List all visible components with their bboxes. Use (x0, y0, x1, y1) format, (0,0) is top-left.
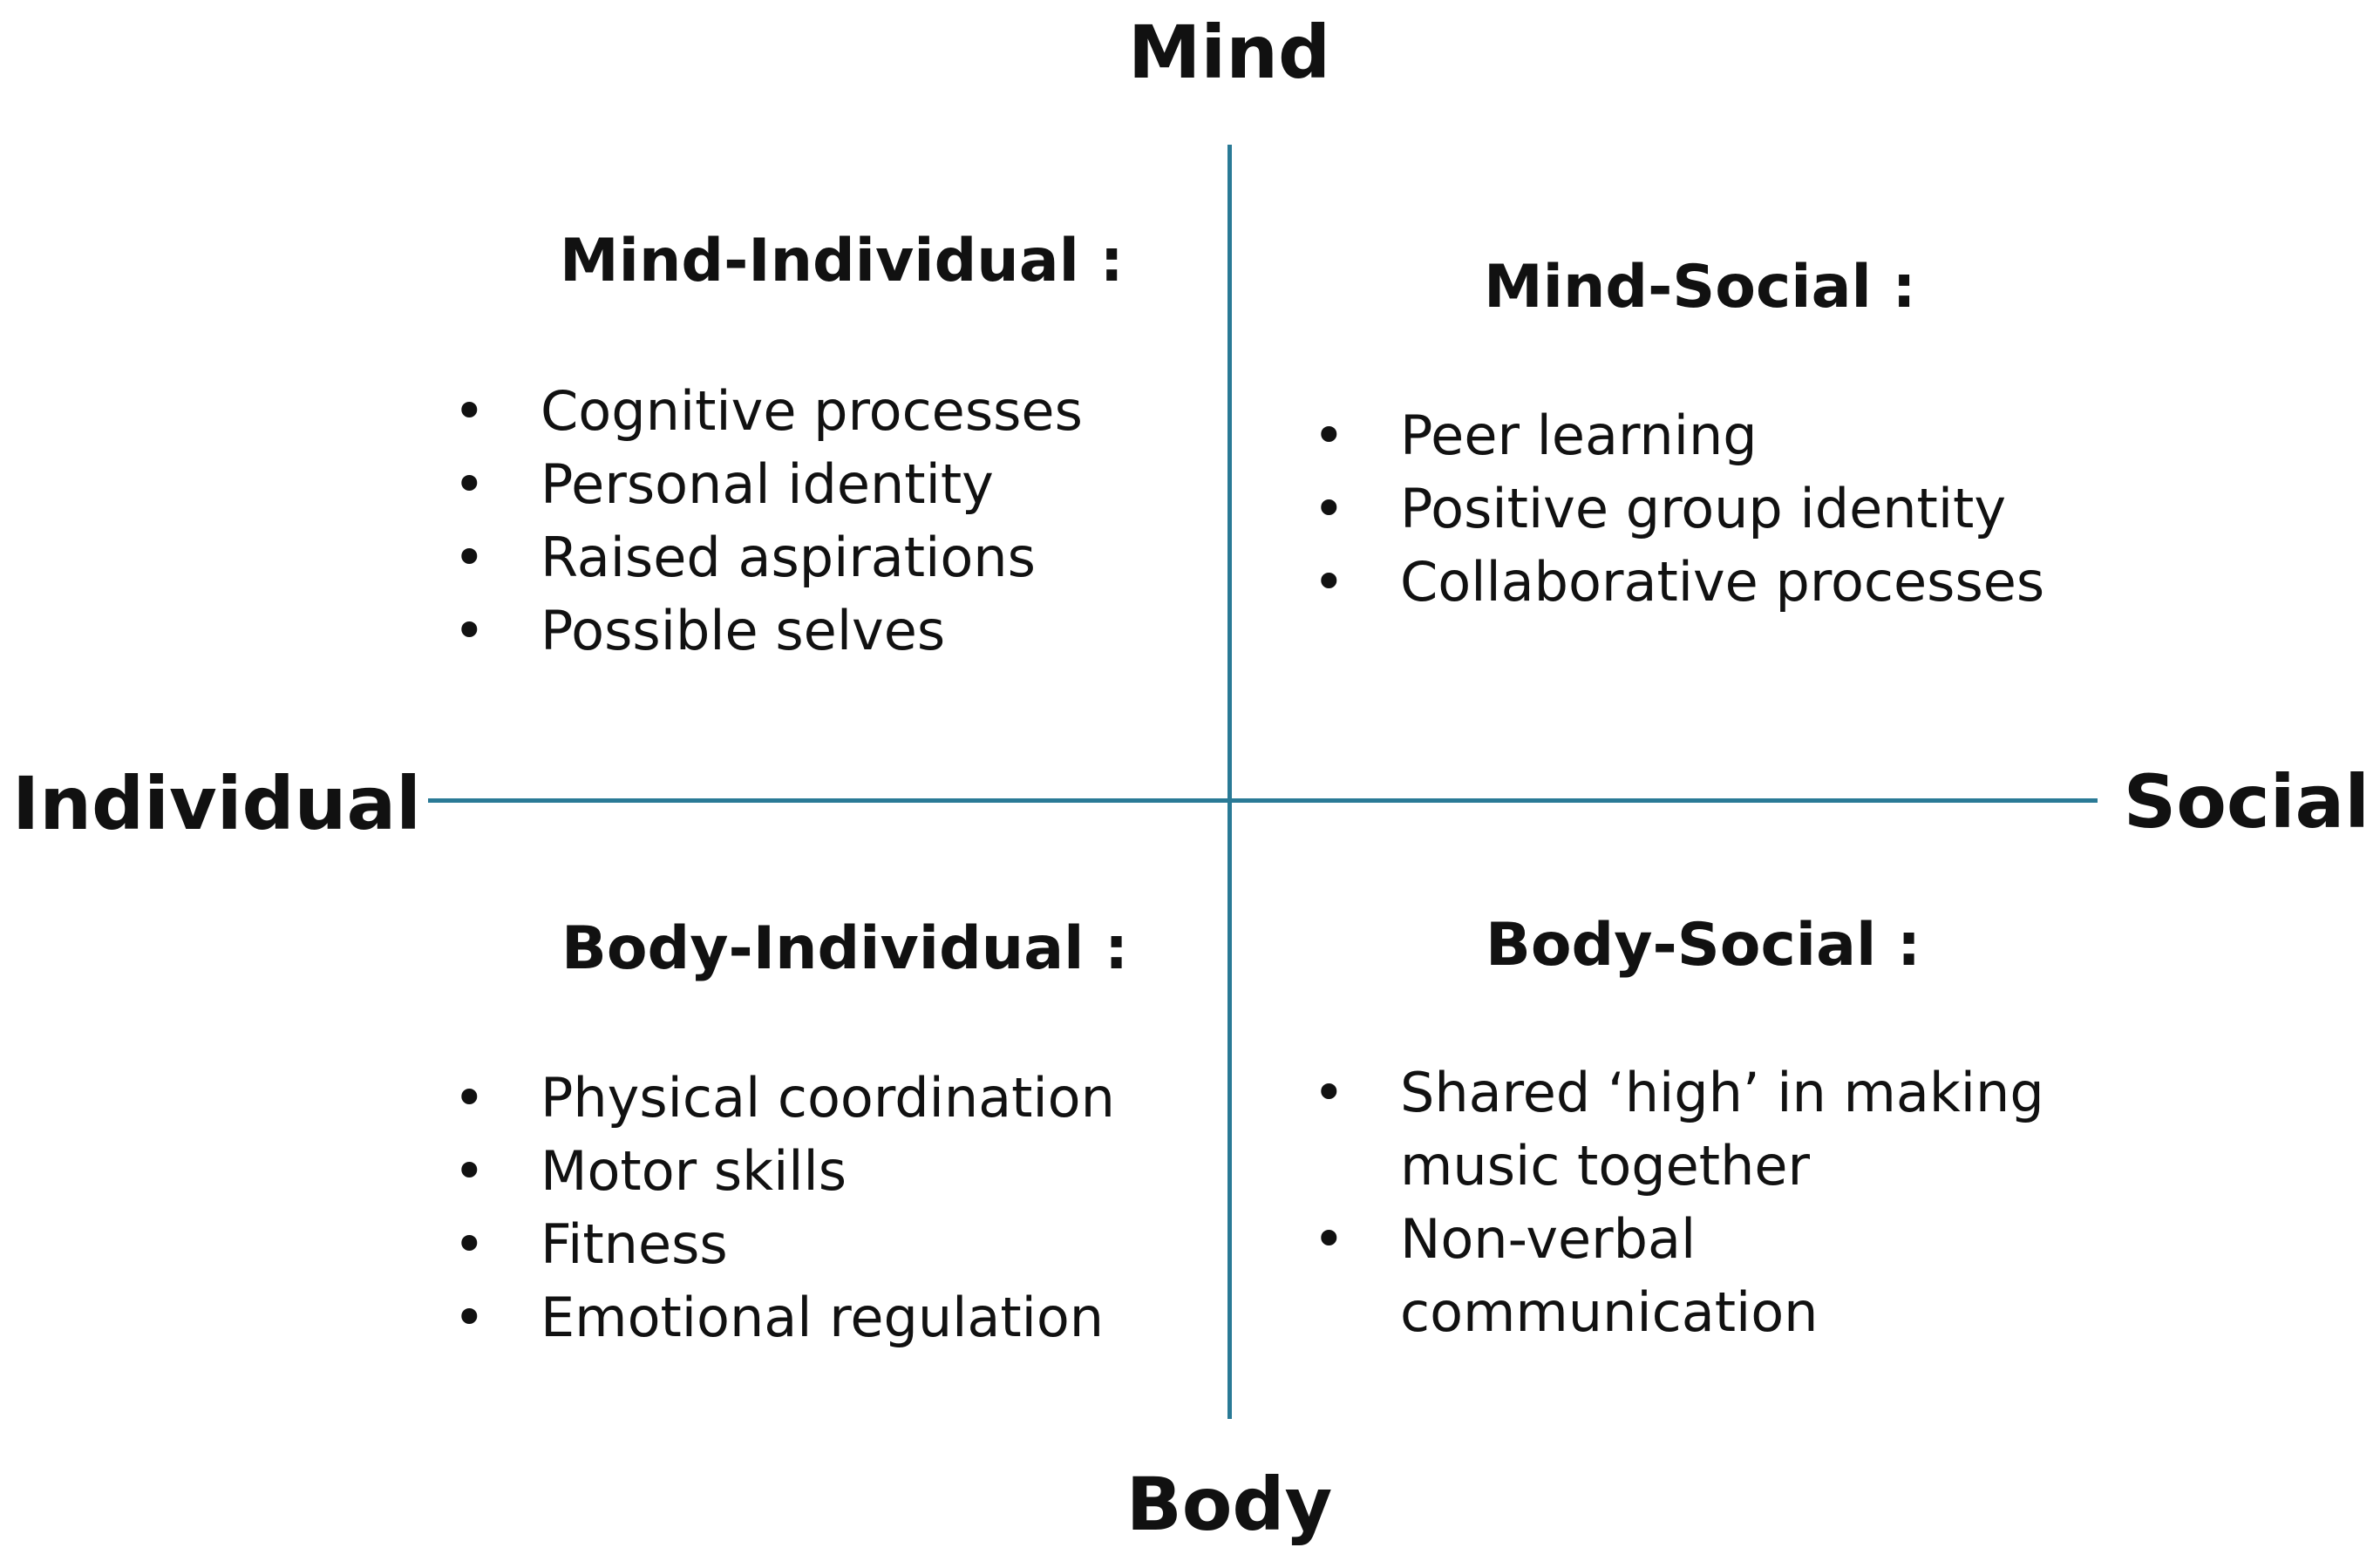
list-item-text: Non-verbal (1400, 1207, 1697, 1271)
bullet-icon: • (453, 452, 486, 516)
list-item-text: Collaborative processes (1400, 550, 2045, 614)
quadrant-title-mind-individual: Mind-Individual : (560, 227, 1124, 295)
pole-label-right: Social (2123, 759, 2370, 845)
list-item-text: Possible selves (541, 599, 946, 662)
list-item: • Possible selves (453, 594, 1083, 668)
list-item-text: Shared ‘high’ in making (1400, 1061, 2044, 1124)
list-item: • Non-verbal (1313, 1203, 2044, 1276)
list-item-text: Cognitive processes (541, 379, 1083, 443)
quadrant-list-body-individual: • Physical coordination • Motor skills • Fi… (453, 1062, 1115, 1354)
list-item: • Physical coordination (453, 1062, 1115, 1135)
quadrant-list-mind-social: •Peer learning •Positive group identity … (1313, 399, 2044, 619)
bullet-icon: • (453, 1139, 486, 1203)
list-item: • Peer learning (1313, 399, 2044, 472)
list-item-text: Personal identity (541, 452, 994, 516)
bullet-icon: • (1313, 477, 1345, 540)
bullet-icon: • (453, 526, 486, 589)
list-item-continuation: music together (1313, 1130, 2044, 1203)
bullet-icon: • (453, 1066, 486, 1130)
vertical-axis-line (1227, 145, 1232, 1419)
list-item: • Shared ‘high’ in making (1313, 1056, 2044, 1130)
list-item: • Collaborative processes (1313, 546, 2044, 619)
list-item-text: Raised aspirations (541, 526, 1036, 589)
list-item-text: Positive group identity (1400, 477, 2007, 540)
list-item-continuation: communication (1313, 1276, 2044, 1349)
pole-label-top: Mind (1127, 10, 1331, 95)
horizontal-axis-line (428, 798, 2098, 803)
bullet-icon: • (453, 1212, 486, 1276)
list-item: • Motor skills (453, 1135, 1115, 1208)
quadrant-title-body-social: Body-Social : (1486, 911, 1921, 980)
list-item-text: Fitness (541, 1212, 728, 1276)
quadrant-title-mind-social: Mind-Social : (1484, 253, 1916, 322)
list-item: • Emotional regulation (453, 1281, 1115, 1354)
list-item: • Raised aspirations (453, 521, 1083, 594)
bullet-icon: • (453, 599, 486, 662)
list-item: • Personal identity (453, 448, 1083, 521)
list-item-text: Physical coordination (541, 1066, 1115, 1130)
bullet-icon: • (453, 1286, 486, 1349)
list-item: • Positive group identity (1313, 472, 2044, 546)
quadrant-list-body-social: •Shared ‘high’ in making music together … (1313, 1056, 2044, 1349)
list-item-text: music together (1400, 1134, 1810, 1198)
bullet-icon: • (1313, 1207, 1345, 1271)
pole-label-bottom: Body (1125, 1462, 1333, 1547)
list-item-text: communication (1400, 1280, 1819, 1344)
quadrant-list-mind-individual: •Cognitive processes •Personal identity … (453, 375, 1083, 668)
list-item: • Fitness (453, 1208, 1115, 1281)
list-item-text: Peer learning (1400, 404, 1758, 467)
bullet-icon: • (1313, 550, 1345, 614)
quadrant-title-body-individual: Body-Individual : (561, 914, 1129, 983)
bullet-icon: • (1313, 404, 1345, 467)
bullet-icon: • (453, 379, 486, 443)
list-item: • Cognitive processes (453, 375, 1083, 448)
pole-label-left: Individual (12, 761, 421, 846)
list-item-text: Motor skills (541, 1139, 847, 1203)
list-item-text: Emotional regulation (541, 1286, 1105, 1349)
bullet-icon: • (1313, 1061, 1345, 1124)
